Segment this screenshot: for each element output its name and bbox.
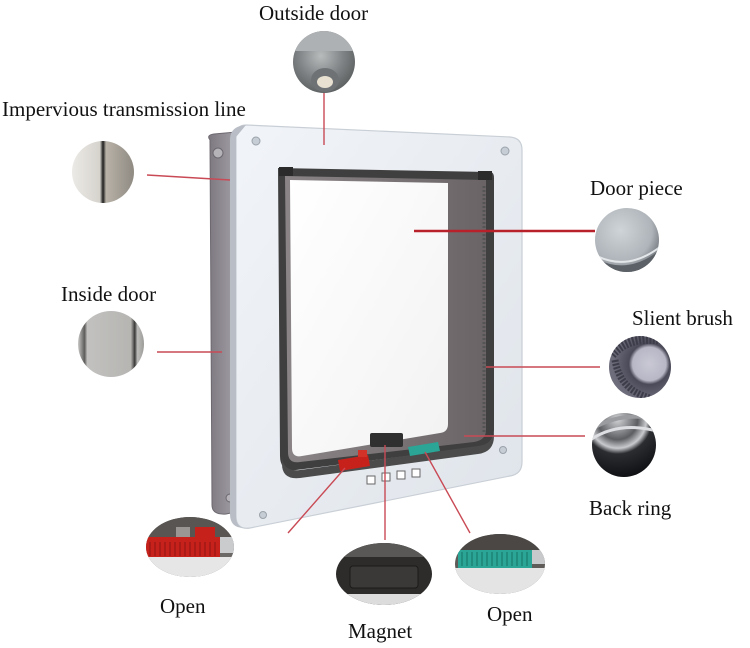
lock-mode-icon <box>396 470 406 480</box>
lock-mode-icons <box>366 468 421 485</box>
label-silent-brush: Slient brush <box>632 306 733 330</box>
label-inside-door: Inside door <box>61 282 157 306</box>
latch-tab <box>358 450 367 457</box>
label-outside-door: Outside door <box>259 1 369 25</box>
callout-line-impervious <box>146 174 231 181</box>
label-open-left: Open <box>160 594 206 618</box>
detail-outside-door <box>293 31 355 93</box>
bottom-seal <box>282 430 494 479</box>
label-impervious-transmission-line: Impervious transmission line <box>2 97 246 121</box>
door-piece-flap <box>290 180 448 457</box>
label-magnet: Magnet <box>348 619 413 643</box>
detail-open-right <box>455 534 545 594</box>
screw-head <box>212 147 224 159</box>
open-latch-right <box>408 442 440 456</box>
detail-open-left <box>146 517 234 577</box>
lock-mode-icon <box>411 468 421 478</box>
lock-mode-icon <box>381 472 391 482</box>
label-back-ring: Back ring <box>589 496 672 520</box>
screw-head <box>500 146 510 156</box>
label-open-right: Open <box>487 602 533 626</box>
open-latch-left <box>338 455 370 471</box>
detail-inside-door <box>78 311 144 377</box>
seal-corner <box>279 167 293 176</box>
screw-head <box>499 446 507 454</box>
pet-door-product <box>208 124 523 529</box>
screw-head <box>251 136 261 146</box>
callout-line-open-right <box>424 451 471 534</box>
label-door-piece: Door piece <box>590 176 683 200</box>
detail-silent-brush <box>609 336 671 398</box>
frame-edge <box>230 125 250 529</box>
seal-corner <box>478 171 492 180</box>
lock-mode-icon <box>366 475 376 485</box>
detail-back-ring <box>592 413 656 477</box>
screw-head <box>259 511 267 519</box>
detail-impervious-transmission-line <box>72 141 134 203</box>
magnet-block <box>370 433 403 447</box>
detail-door-piece <box>595 208 659 272</box>
detail-magnet <box>336 543 432 605</box>
callout-lines <box>146 93 600 540</box>
callout-line-open-left <box>287 467 346 534</box>
